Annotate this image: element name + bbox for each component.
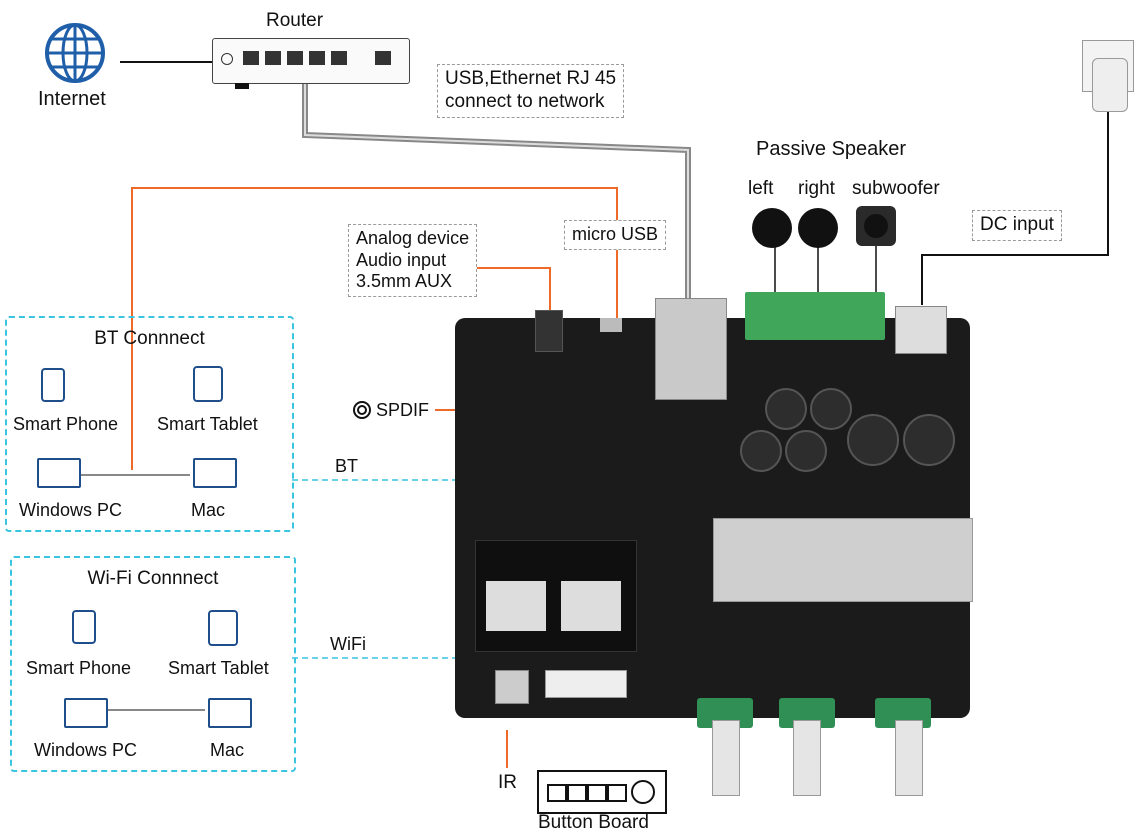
knob-shaft-3 <box>895 720 923 796</box>
wifi-smart-tablet-label: Smart Tablet <box>168 658 269 678</box>
router-icon <box>212 38 410 89</box>
speaker-subwoofer-label: subwoofer <box>852 178 940 199</box>
wifi-group-title: Wi-Fi Connnect <box>87 568 219 589</box>
rj45-port <box>655 298 727 400</box>
usb-ethernet-label: USB,Ethernet RJ 45 connect to network <box>437 64 625 118</box>
bt-group-title: BT Connnect <box>94 328 205 349</box>
mac-icon <box>193 458 237 488</box>
wifi-connect-group: Wi-Fi Connnect Smart Phone Smart Tablet … <box>10 556 296 772</box>
aux-jack <box>535 310 563 352</box>
bt-mac-label: Mac <box>191 500 226 520</box>
ir-receiver <box>495 670 529 704</box>
amplifier-board <box>455 292 973 728</box>
globe-icon <box>40 18 110 93</box>
wifi-label: WiFi <box>330 634 366 654</box>
subwoofer-icon <box>856 206 896 246</box>
smart-tablet-icon <box>193 366 223 402</box>
heatsink <box>713 518 973 602</box>
mac-icon <box>208 698 252 728</box>
smart-tablet-icon <box>208 610 238 646</box>
dc-input-label: DC input <box>972 210 1062 241</box>
analog-input-label: Analog device Audio input 3.5mm AUX <box>348 224 478 297</box>
dc-jack <box>895 306 947 354</box>
spdif-icon <box>352 400 372 425</box>
button-board-label: Button Board <box>538 812 649 833</box>
passive-speaker-label: Passive Speaker <box>756 138 907 160</box>
speaker-left-icon <box>752 208 792 248</box>
wifi-mac-label: Mac <box>210 740 245 760</box>
wifi-smart-phone-label: Smart Phone <box>26 658 132 678</box>
button-board-connector <box>545 670 627 698</box>
speaker-right-icon <box>798 208 838 248</box>
windows-pc-icon <box>37 458 81 488</box>
smart-phone-icon <box>41 368 65 402</box>
bt-label: BT <box>335 456 359 476</box>
bt-connect-group: BT Connnect Smart Phone Smart Tablet Win… <box>5 316 294 532</box>
wifi-windows-pc-label: Windows PC <box>34 740 138 760</box>
bt-smart-tablet-label: Smart Tablet <box>157 414 258 434</box>
button-board-icon <box>537 770 667 814</box>
bt-windows-pc-label: Windows PC <box>19 500 123 520</box>
knob-shaft-1 <box>712 720 740 796</box>
ir-label: IR <box>498 772 517 793</box>
wifi-module <box>475 540 637 652</box>
internet-label: Internet <box>38 88 106 110</box>
micro-usb-port <box>600 318 622 332</box>
spdif-label: SPDIF <box>376 400 430 420</box>
smart-phone-icon <box>72 610 96 644</box>
windows-pc-icon <box>64 698 108 728</box>
speaker-right-label: right <box>798 178 835 199</box>
speaker-left-label: left <box>748 178 774 199</box>
micro-usb-label: micro USB <box>564 220 667 250</box>
speaker-terminal <box>745 292 885 340</box>
router-label: Router <box>266 10 324 31</box>
bt-smart-phone-label: Smart Phone <box>13 414 119 434</box>
knob-shaft-2 <box>793 720 821 796</box>
power-adapter-icon <box>1092 58 1128 112</box>
